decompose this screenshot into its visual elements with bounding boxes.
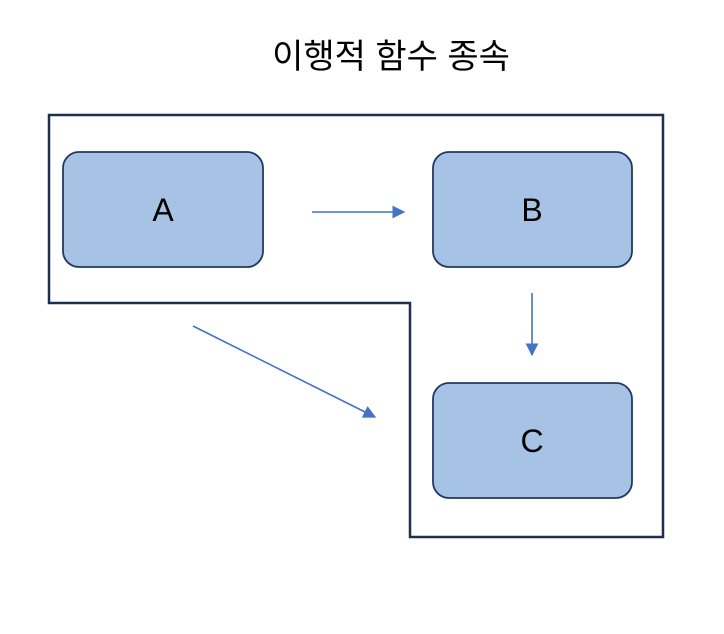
node-C-box	[432, 382, 633, 499]
container-outline	[47, 113, 665, 539]
node-C-label: C	[520, 423, 543, 459]
node-B-label: B	[521, 192, 542, 228]
diagram-title: 이행적 함수 종속	[272, 38, 510, 76]
node-B-box	[432, 151, 633, 268]
node-A: A	[62, 151, 264, 268]
node-B: B	[432, 151, 633, 268]
node-C: C	[432, 382, 633, 499]
node-A-box	[62, 151, 264, 268]
node-A-label: A	[152, 192, 174, 228]
edge-A-to-C	[192, 325, 377, 418]
